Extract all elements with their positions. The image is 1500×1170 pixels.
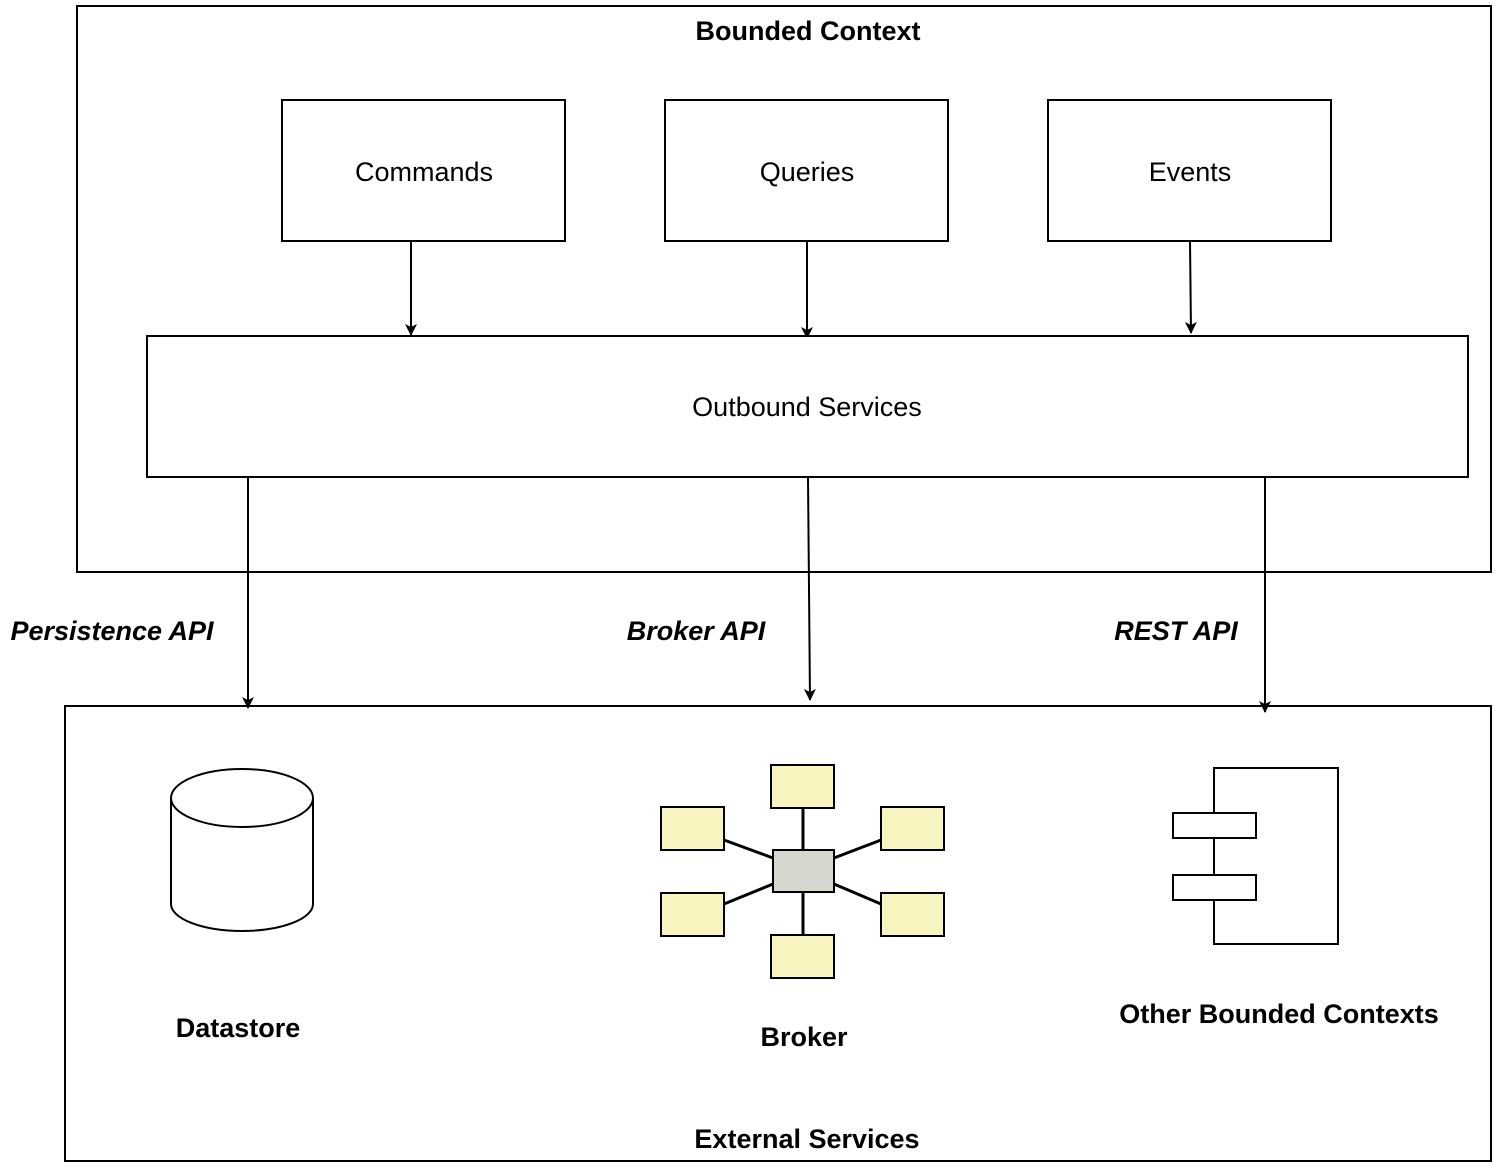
- bounded-context-container: [76, 5, 1492, 573]
- events-to-outbound-arrow: [1184, 240, 1197, 334]
- events-label: Events: [1149, 157, 1232, 187]
- bounded-context-title: Bounded Context: [696, 16, 921, 46]
- broker-label: Broker: [760, 1022, 848, 1052]
- persistence-api-label: Persistence API: [10, 616, 214, 646]
- datastore-label: Datastore: [176, 1013, 301, 1043]
- queries-label: Queries: [760, 157, 855, 187]
- commands-box: [281, 99, 566, 242]
- other-bounded-contexts-label: Other Bounded Contexts: [1119, 999, 1439, 1029]
- database-cylinder-icon: [170, 768, 314, 932]
- queries-box: [664, 99, 949, 242]
- commands-label: Commands: [355, 157, 493, 187]
- uml-component-icon: [1172, 767, 1339, 945]
- outbound-services-box: [146, 335, 1469, 478]
- hub-network-icon: [660, 764, 945, 979]
- external-services-title: External Services: [694, 1124, 919, 1154]
- events-box: [1047, 99, 1332, 242]
- broker-api-label: Broker API: [627, 616, 766, 646]
- broker-api-arrow: [803, 476, 816, 701]
- rest-api-label: REST API: [1114, 616, 1238, 646]
- outbound-services-label: Outbound Services: [692, 392, 922, 422]
- external-services-container: [64, 705, 1492, 1162]
